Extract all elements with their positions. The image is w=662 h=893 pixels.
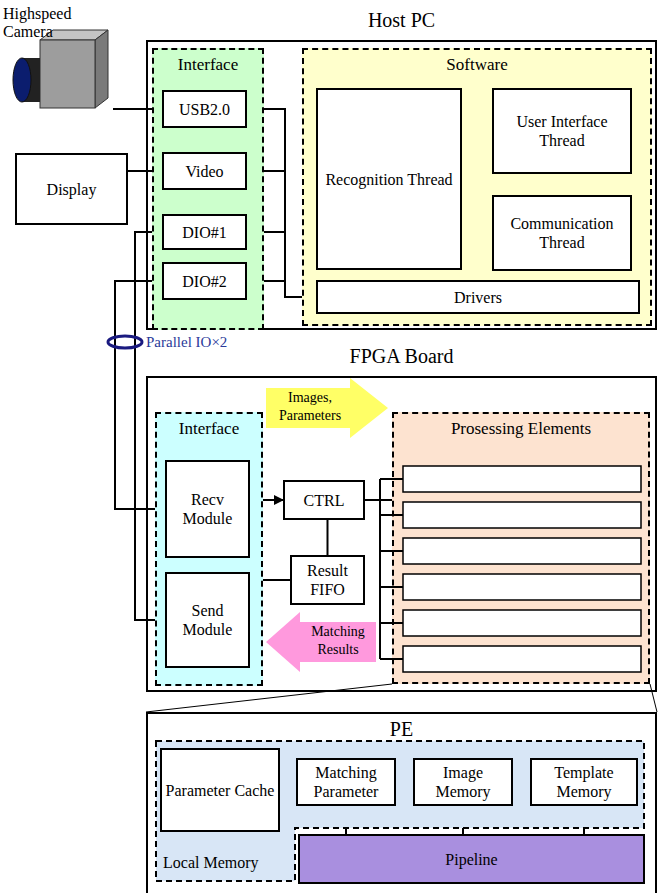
display-box: Display — [15, 153, 128, 225]
node-text: Matching Parameter — [301, 763, 391, 801]
node-text: Pipeline — [445, 850, 497, 869]
port-box: DIO#2 — [162, 262, 247, 300]
thread-box: Communication Thread — [492, 195, 632, 271]
node-text: Software — [304, 50, 650, 76]
bus-label: Parallel IO×2 — [146, 333, 227, 351]
zoom-line — [650, 684, 657, 712]
node-text: DIO#2 — [182, 272, 226, 291]
node-text: Interface — [157, 414, 261, 440]
node-text: Image Memory — [418, 763, 508, 801]
interface-group: InterfaceRecv ModuleSend Module — [155, 412, 263, 686]
node-text: Parameter Cache — [166, 781, 275, 800]
node-text: Prosessing Elements — [394, 414, 648, 440]
zoom-line — [146, 684, 392, 712]
driver-box: Drivers — [316, 280, 640, 314]
memory-box: Template Memory — [530, 758, 638, 806]
bundle-ring — [108, 336, 142, 348]
camera-icon — [13, 30, 108, 108]
fifo-box: Result FIFO — [290, 555, 365, 605]
node-text: Recv Module — [170, 490, 245, 528]
connector — [327, 520, 329, 555]
node-text: DIO#1 — [182, 223, 226, 242]
node-text: Drivers — [454, 288, 502, 307]
node-text: Highspeed Camera — [3, 5, 103, 41]
port-box: Video — [162, 152, 247, 190]
module-box: Recv Module — [165, 460, 250, 558]
node-text: Interface — [154, 50, 262, 76]
data-arrow — [266, 378, 388, 438]
node-text: Template Memory — [535, 763, 633, 801]
port-box: DIO#1 — [162, 214, 247, 250]
node-text: Display — [47, 180, 97, 199]
node-text: PE — [148, 714, 655, 740]
flow-label: Images, Parameters — [270, 389, 350, 425]
node-text: Send Module — [170, 601, 245, 639]
node-text: Recognition Thread — [325, 170, 452, 189]
thread-box: Recognition Thread — [316, 88, 462, 270]
node-text: User Interface Thread — [497, 112, 627, 150]
port-box: USB2.0 — [162, 90, 247, 128]
node-text: Local Memory — [163, 853, 259, 872]
pipeline-box: Pipeline — [298, 834, 645, 884]
fpga-board-box: FPGA BoardInterfaceRecv ModuleSend Modul… — [146, 376, 657, 692]
result-arrow — [266, 612, 376, 672]
node-text: USB2.0 — [179, 100, 230, 119]
software-group: SoftwareRecognition Thread User Interface… — [302, 48, 652, 326]
control-box: CTRL — [283, 480, 365, 520]
pe-bus — [380, 479, 403, 659]
node-text: Host PC — [148, 8, 655, 32]
memory-box: Parameter Cache — [160, 748, 280, 832]
connector — [365, 499, 392, 501]
node-text: Communication Thread — [497, 214, 627, 252]
interface-group: InterfaceUSB2.0VideoDIO#1DIO#2 — [152, 48, 264, 330]
thread-box: User Interface Thread — [492, 88, 632, 174]
node-text: CTRL — [304, 491, 345, 510]
host-pc-box: Host PCInterfaceUSB2.0VideoDIO#1DIO#2Sof… — [146, 40, 657, 330]
memory-box: Image Memory — [413, 758, 513, 806]
memory-box: Matching Parameter — [296, 758, 396, 806]
pe-slots — [403, 466, 641, 672]
pe-box: PE Local Memory Parameter Cache Matching Pa… — [146, 712, 657, 893]
node-text: Video — [185, 162, 223, 181]
flow-label: Matching Results — [302, 623, 374, 659]
module-box: Send Module — [165, 572, 250, 668]
node-text: Result FIFO — [295, 561, 360, 599]
